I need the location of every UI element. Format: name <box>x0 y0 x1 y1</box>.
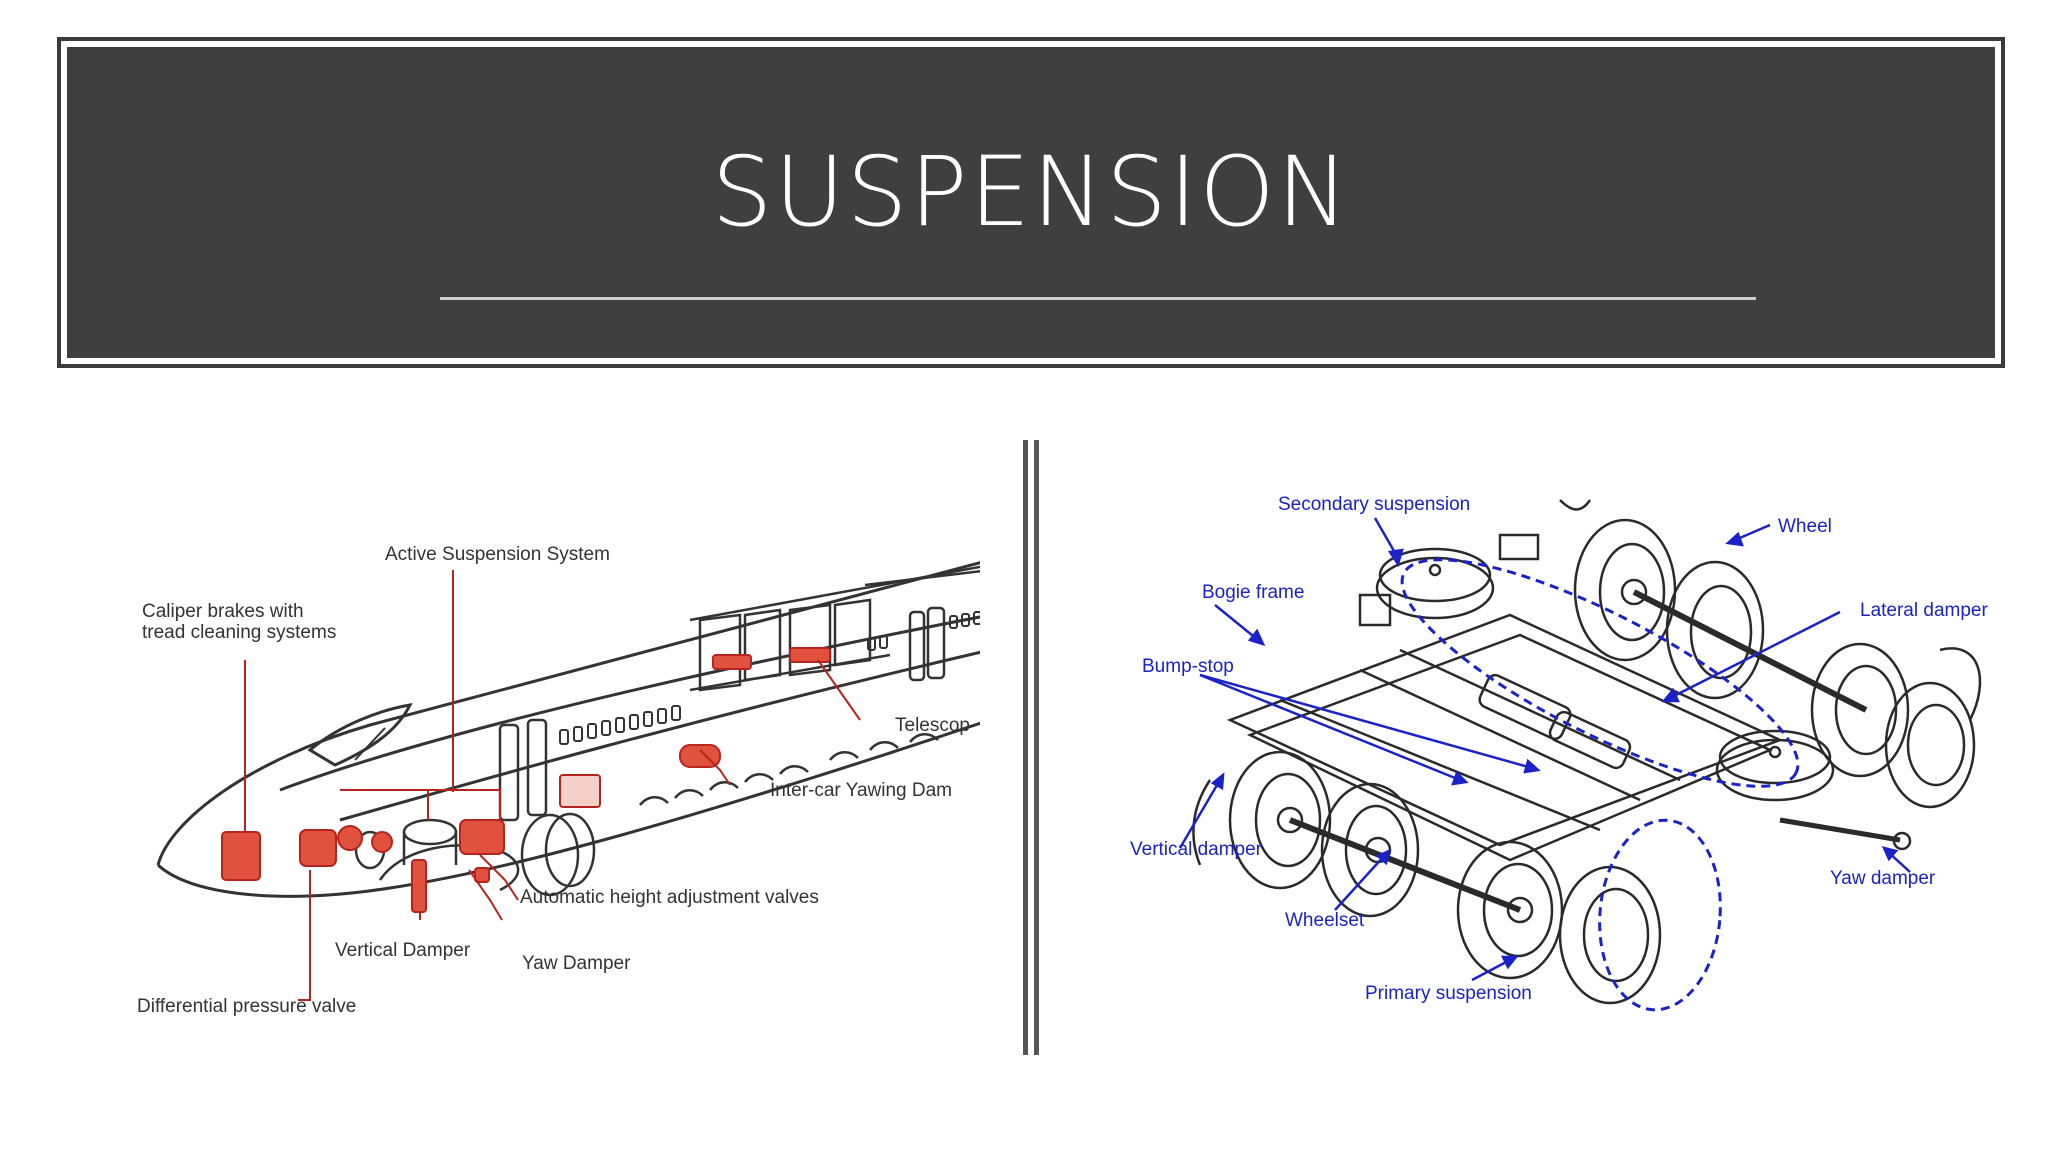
label-differential-valve: Differential pressure valve <box>137 996 356 1017</box>
wheel-front-left <box>1228 750 1332 890</box>
label-leader-lines <box>244 570 861 1001</box>
secondary-suspension-highlight <box>1400 558 1800 788</box>
suspension-components <box>221 647 831 913</box>
train-suspension-diagram: Active Suspension System Caliper brakes … <box>137 544 980 1017</box>
label-arrows <box>1178 517 1911 982</box>
primary-suspension-highlight <box>1598 818 1722 1012</box>
highlight-ellipses <box>1400 558 1800 1012</box>
label-vertical-damper: Vertical Damper <box>335 940 471 961</box>
label-wheelset: Wheelset <box>1285 910 1365 931</box>
height-valve-part <box>459 819 505 855</box>
label-yaw-damper: Yaw Damper <box>522 953 631 974</box>
wheel-rear-right <box>1558 865 1662 1005</box>
label-height-valves: Automatic height adjustment valves <box>520 887 819 908</box>
label-telescopic: Telescop <box>895 715 970 736</box>
door-1 <box>498 723 520 822</box>
air-spring-front <box>1375 556 1495 620</box>
wheel-back-4 <box>1884 681 1976 809</box>
column-divider <box>1023 440 1039 1055</box>
caliper-brake-part <box>221 831 261 881</box>
title-banner-fill: SUSPENSION <box>67 47 1995 358</box>
title-banner: SUSPENSION <box>57 37 2005 368</box>
bogie-frame-outline <box>1226 613 1784 847</box>
label-secondary-suspension: Secondary suspension <box>1278 494 1470 515</box>
train-body-outline <box>156 561 980 866</box>
air-spring-rear <box>1715 738 1835 802</box>
slide-title: SUSPENSION <box>711 136 1351 248</box>
label-vertical-damper: Vertical damper <box>1130 839 1263 860</box>
wheel-back-3 <box>1810 642 1910 778</box>
label-primary-suspension: Primary suspension <box>1365 983 1532 1004</box>
label-bump-stop: Bump-stop <box>1142 656 1234 677</box>
label-caliper-brakes-1: Caliper brakes with <box>142 601 304 622</box>
label-caliper-brakes-2: tread cleaning systems <box>142 622 336 643</box>
door-2 <box>526 718 548 817</box>
cabin-seats <box>689 565 980 692</box>
wheel-back-2 <box>1665 560 1765 700</box>
title-underline <box>440 297 1756 300</box>
label-intercar-yawing: Inter-car Yawing Dam <box>770 780 952 801</box>
window-row <box>559 611 980 745</box>
vertical-damper-part <box>411 859 427 913</box>
label-active-suspension: Active Suspension System <box>385 544 610 565</box>
label-yaw-damper: Yaw damper <box>1830 868 1936 889</box>
intercar-damper-part <box>679 744 721 768</box>
wheel-back-1 <box>1573 518 1677 662</box>
active-suspension-unit <box>559 774 601 808</box>
bogie-diagram: Secondary suspension Wheel Bogie frame L… <box>1130 494 1988 1012</box>
label-bogie-frame: Bogie frame <box>1202 582 1304 603</box>
underbody-skirts <box>639 733 939 806</box>
label-wheel: Wheel <box>1778 516 1832 537</box>
label-lateral-damper: Lateral damper <box>1860 600 1988 621</box>
